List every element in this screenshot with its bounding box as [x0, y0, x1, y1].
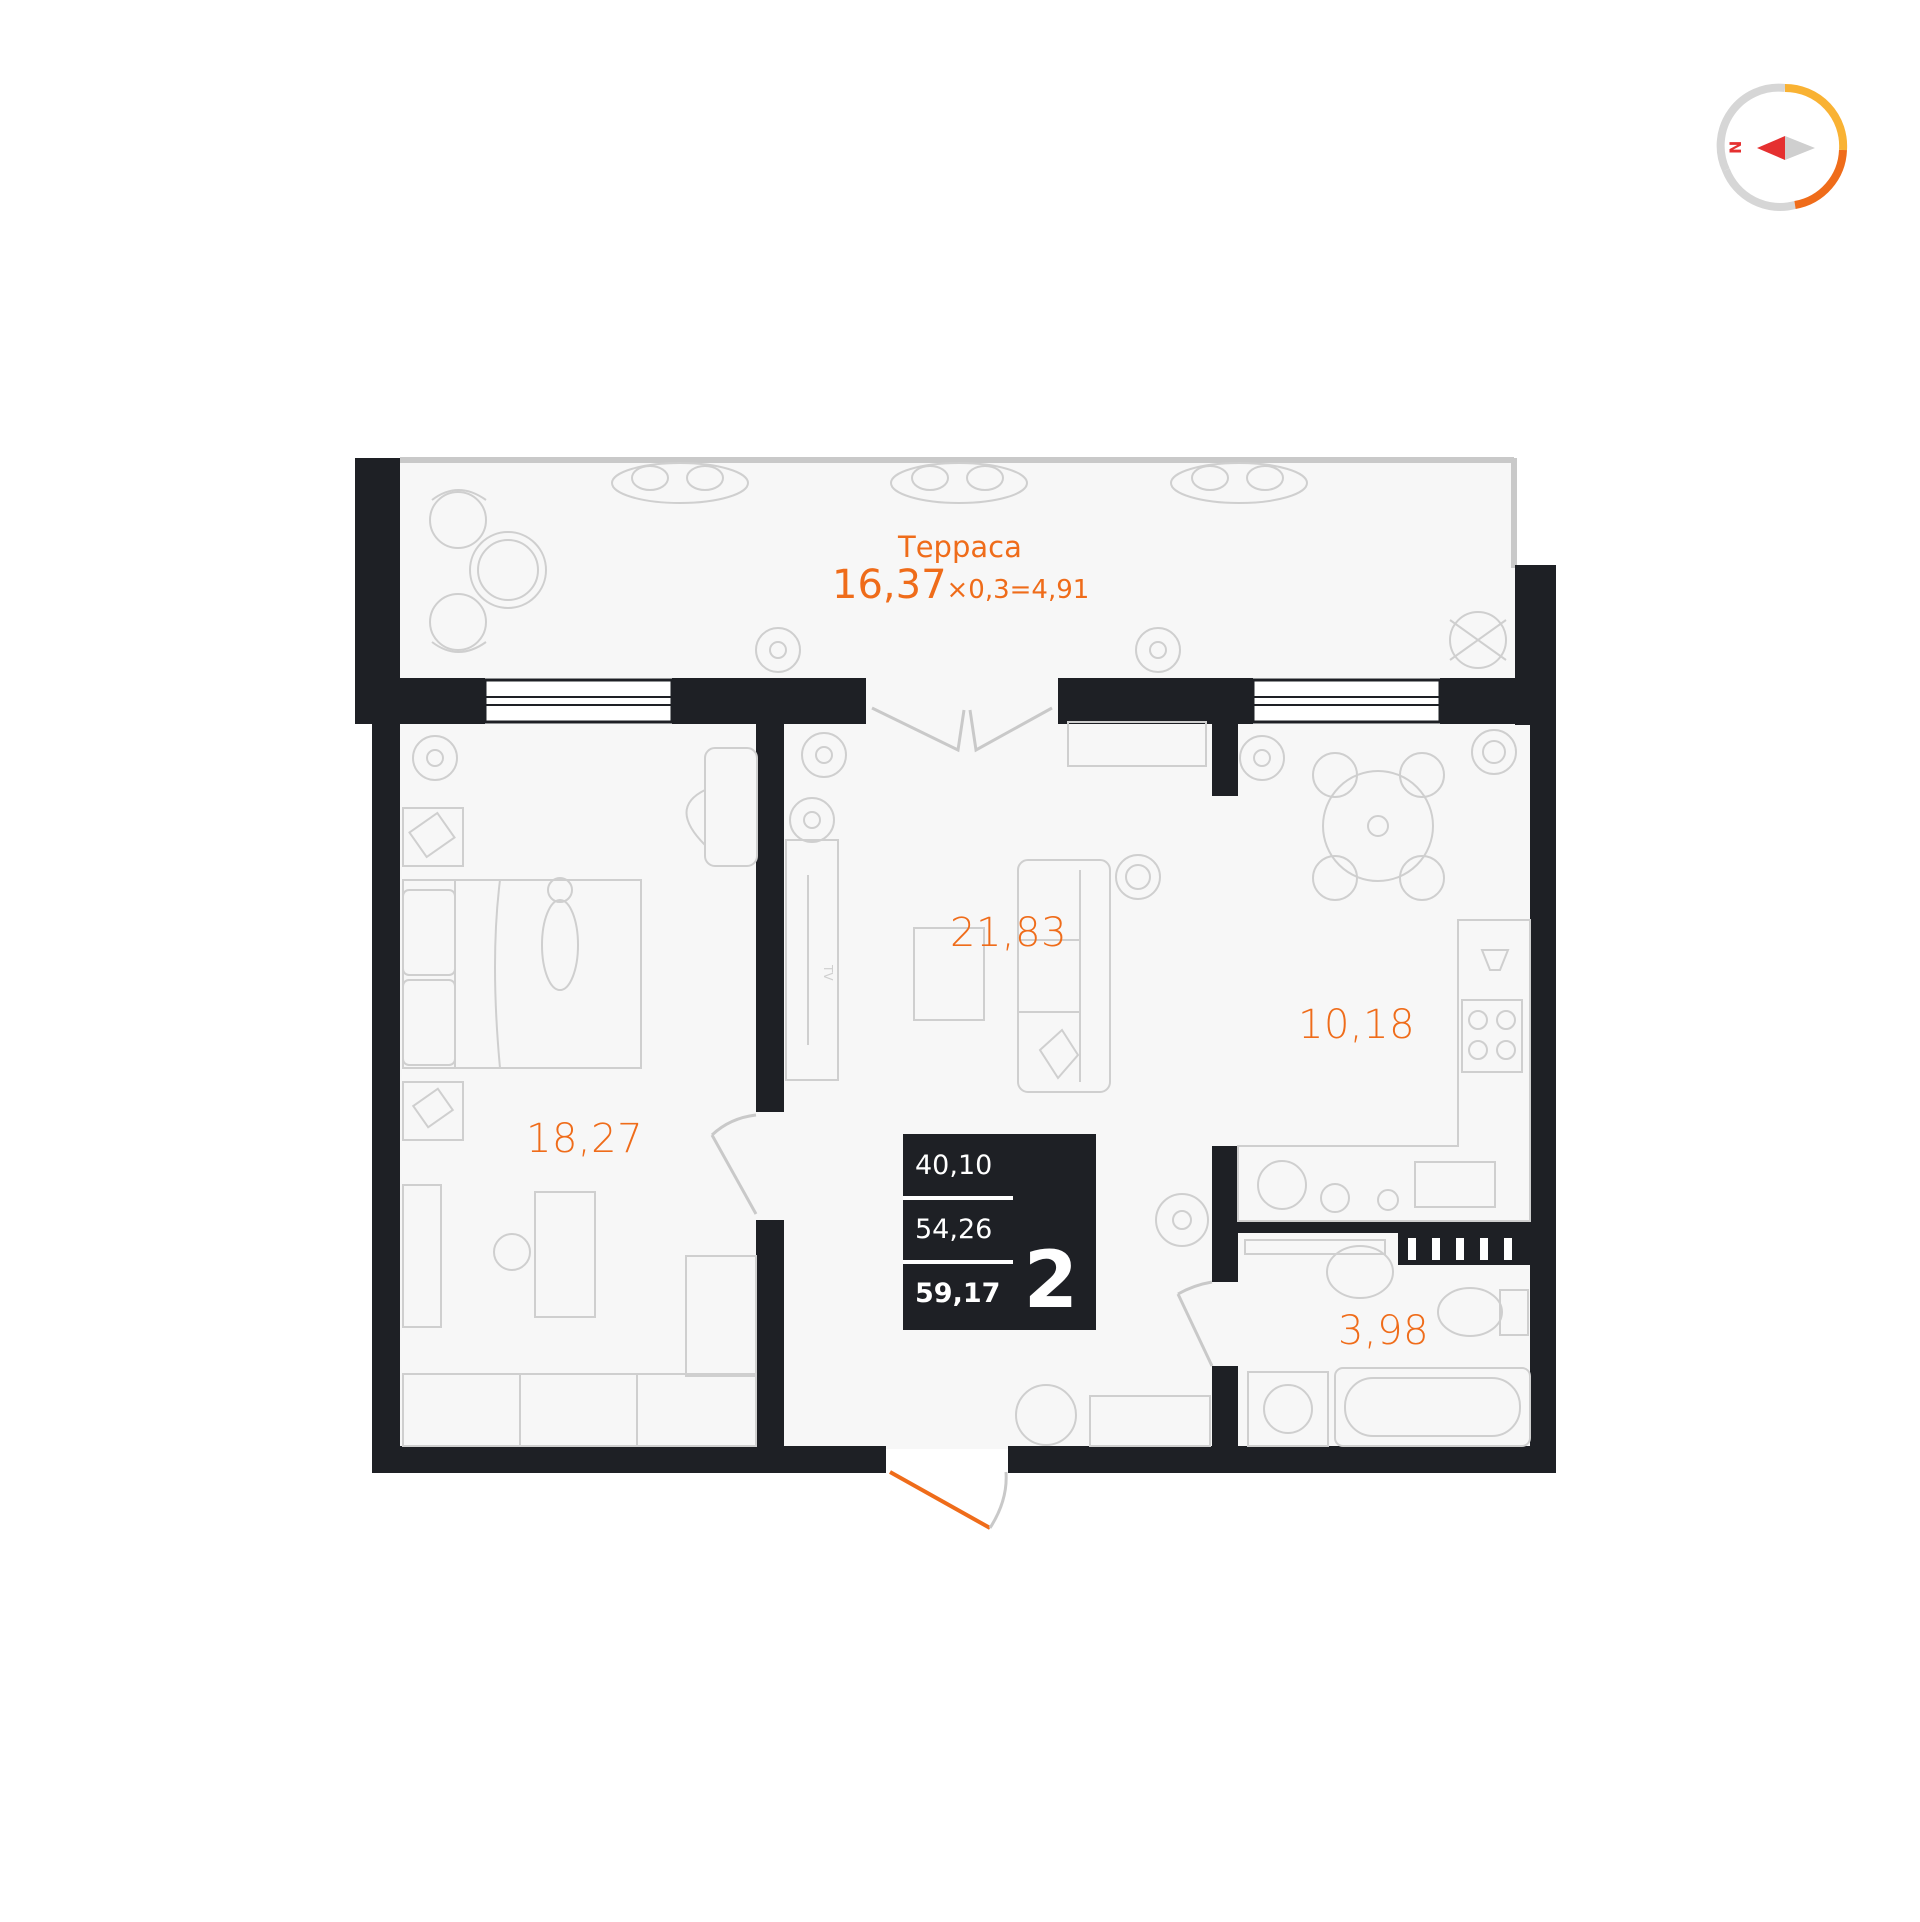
sofa — [1017, 859, 1111, 1093]
laptop-icon — [408, 811, 456, 859]
bedroom-door — [710, 1113, 758, 1215]
wardrobe — [402, 1373, 757, 1447]
shelf — [1067, 721, 1207, 767]
bookshelf — [402, 1184, 442, 1328]
wardrobe — [685, 1255, 757, 1377]
terrace-area-formula: ×0,3=4,91 — [946, 575, 1090, 605]
kitchen-sink-icon — [1414, 1161, 1496, 1208]
plant-icon — [755, 627, 801, 673]
terrace-area-value: 16,37 — [832, 562, 947, 608]
furniture: TV — [402, 462, 1531, 1447]
chair-icon — [1399, 752, 1445, 798]
chair-icon — [429, 593, 487, 653]
terrace-area: 16,37×0,3=4,91 — [832, 562, 1089, 608]
ottoman-icon — [1015, 1384, 1077, 1446]
plant-icon — [1155, 1193, 1209, 1247]
window-kitchen — [1251, 678, 1442, 724]
book-icon — [411, 1087, 455, 1129]
plant-icon — [1239, 735, 1285, 781]
terrace-floor — [400, 458, 1515, 678]
washing-machine — [1247, 1371, 1329, 1447]
plant-icon — [1449, 611, 1507, 669]
plant-pot-icon — [1471, 729, 1517, 775]
faucet-icon — [1480, 949, 1510, 971]
chair-icon — [1312, 855, 1358, 901]
washbasin-icon — [1326, 1245, 1394, 1299]
bathroom-area: 3,98 — [1338, 1308, 1430, 1354]
office-chair — [493, 1233, 531, 1271]
compass-north-label: N — [1726, 141, 1745, 154]
washing-machine-icon — [1257, 1160, 1307, 1210]
tv-label: TV — [821, 964, 835, 981]
terrace-name: Терраса — [898, 530, 1022, 564]
desk — [534, 1191, 596, 1318]
floor-lamp-icon — [1115, 854, 1161, 900]
chair-icon — [1312, 752, 1358, 798]
doorway-floor — [866, 678, 1058, 724]
bedroom-area: 18,27 — [526, 1116, 644, 1162]
coffee-icon — [1377, 1189, 1399, 1211]
nightstand — [402, 807, 464, 867]
bathtub-icon — [1334, 1367, 1531, 1447]
vanity — [685, 747, 758, 867]
toilet-icon — [1437, 1287, 1529, 1337]
bathroom-shelf — [1244, 1239, 1386, 1255]
person-icon — [541, 899, 579, 991]
living-room-area: 21,83 — [950, 910, 1068, 956]
bush-icon — [1170, 462, 1308, 504]
entrance-door — [889, 1470, 1008, 1530]
area-with-terrace: 59,17 — [915, 1278, 1001, 1309]
double-bed — [402, 879, 642, 1069]
plant-icon — [789, 797, 835, 843]
area-summary-box: 40,10 54,26 59,17 2 — [903, 1134, 1096, 1330]
chair-icon — [429, 489, 487, 549]
kettle-icon — [1320, 1183, 1350, 1213]
living-area-total: 40,10 — [915, 1150, 993, 1181]
shoe-cabinet — [1089, 1395, 1211, 1447]
bathroom-vent — [1408, 1238, 1512, 1260]
compass-icon: N — [1716, 83, 1848, 211]
plant-icon — [412, 735, 458, 781]
stove-icon — [1461, 999, 1523, 1073]
bush-icon — [890, 462, 1028, 504]
terrace-door — [871, 706, 1053, 753]
bathroom-door — [1176, 1280, 1214, 1367]
room-count: 2 — [1023, 1236, 1078, 1326]
apartment-area-total: 54,26 — [915, 1214, 993, 1245]
dining-table-icon — [1322, 770, 1434, 882]
window-bedroom — [483, 678, 674, 724]
plant-icon — [1135, 627, 1181, 673]
kitchen-area: 10,18 — [1298, 1002, 1416, 1048]
coffee-table — [913, 927, 985, 1021]
bush-icon — [611, 462, 749, 504]
terrace-table-icon — [469, 531, 547, 609]
walls — [355, 458, 1556, 1473]
chair-icon — [1399, 855, 1445, 901]
plant-icon — [801, 732, 847, 778]
tv-stand — [785, 839, 839, 1081]
nightstand — [402, 1081, 464, 1141]
kitchen-counter — [1237, 919, 1531, 1222]
pillow-icon — [1038, 1028, 1080, 1080]
